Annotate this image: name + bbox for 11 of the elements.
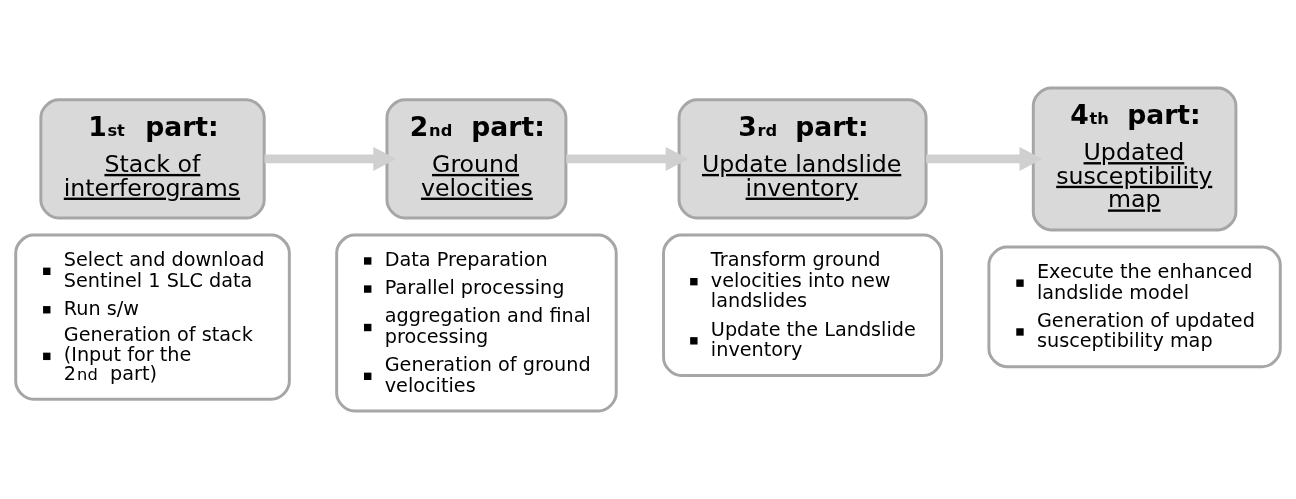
node-box: 4th part: Updated susceptibility map	[1031, 86, 1238, 232]
node-box: Select and download Sentinel 1 SLC data Run s/w Generation of stack (Input for the 2nd part)	[14, 233, 291, 401]
arrow	[926, 146, 1043, 171]
node-box: 3rd part: Update landslide inventory	[677, 98, 928, 220]
node-box: 1st part: Stack of interferograms	[39, 98, 266, 220]
node-box: 2nd part: Ground velocities	[385, 98, 568, 220]
node-box: Execute the enhanced landslide model Generation of updated susceptibility map	[987, 245, 1282, 369]
node-box: Data Preparation Parallel processing aggregation and final processing Generation of ground velocities	[335, 233, 618, 413]
node-box: Transform ground velocities into new landslides Update the Landslide inventory	[662, 233, 944, 378]
arrow	[566, 146, 689, 171]
arrow	[264, 146, 397, 171]
